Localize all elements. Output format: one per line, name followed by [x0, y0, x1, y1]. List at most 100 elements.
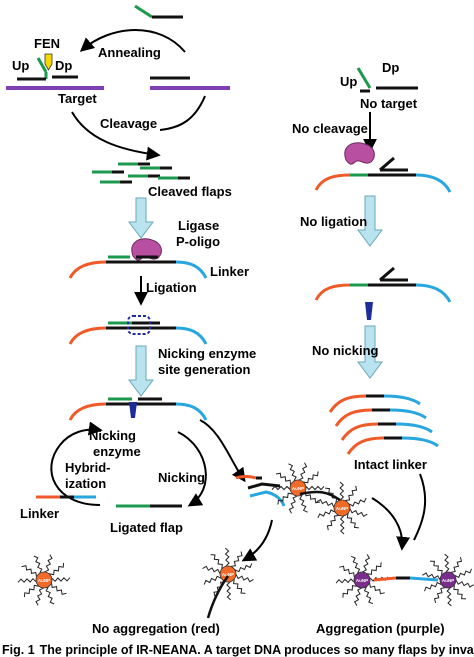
ligand-strand — [339, 515, 345, 535]
ligand-strand — [335, 578, 355, 584]
ligand-strand — [44, 554, 53, 573]
np-link-top — [299, 490, 341, 502]
ligand-strand — [446, 587, 452, 607]
released-fragments — [235, 475, 286, 507]
ligand-strand — [23, 584, 39, 598]
ligand-strand — [271, 485, 291, 491]
aunp-particle: AuNP — [202, 547, 254, 601]
ligand-strand — [342, 585, 357, 598]
ligand-strand — [367, 562, 382, 575]
ligand-strand — [202, 565, 221, 574]
ligand-strand — [213, 581, 225, 597]
ligand-strand — [304, 491, 321, 504]
ligand-strand — [353, 587, 362, 606]
dp-label-right: Dp — [382, 60, 399, 75]
ligand-strand — [450, 556, 463, 573]
nicking-enzyme-icon — [129, 402, 137, 418]
aunp-core — [289, 479, 307, 497]
release-arrow — [199, 419, 246, 483]
red-np-strand — [206, 575, 230, 619]
nicked-duplex — [68, 397, 208, 421]
ligand-strand — [277, 492, 293, 505]
aunp-label: AuNP — [222, 572, 234, 577]
ligand-strand — [339, 481, 345, 501]
ligand-strand — [305, 485, 325, 491]
aunp-particle: AuNP — [422, 553, 474, 607]
ligand-strand — [21, 565, 37, 577]
aunp-label: AuNP — [356, 578, 368, 583]
ligand-strand — [444, 553, 450, 573]
hybridization-label-2: ization — [65, 476, 106, 491]
aunp-core — [333, 499, 351, 517]
cleaved-flaps — [92, 162, 190, 184]
aunp-core — [353, 571, 371, 589]
annealing-arrow — [79, 29, 186, 53]
ligand-strand — [33, 555, 43, 574]
return-arrow — [159, 95, 206, 131]
ligation-label: Ligation — [146, 280, 197, 295]
nicking-enzyme-label-2: enzyme — [93, 444, 141, 459]
ligand-strand — [235, 574, 254, 583]
ligand-strand — [275, 472, 292, 485]
ligand-strand — [231, 551, 243, 567]
ligand-strand — [345, 485, 358, 501]
ligand-strand — [424, 581, 442, 592]
nicking-site-label-2: site generation — [158, 362, 251, 377]
aunp-particle: AuNP — [271, 462, 325, 514]
ligand-strand — [35, 587, 44, 606]
cleaved-flaps-label: Cleaved flaps — [148, 184, 232, 199]
ligand-strand — [350, 555, 361, 574]
ligand-strand — [288, 495, 298, 514]
ligand-strand — [17, 577, 37, 583]
block-arrow-right-1 — [357, 195, 383, 247]
no-cleavage-duplex — [314, 156, 452, 193]
free-target — [150, 76, 230, 90]
aunp-label: AuNP — [336, 506, 348, 511]
ligase-label: Ligase — [178, 218, 219, 233]
target-label: Target — [58, 91, 97, 106]
aunp-core — [439, 571, 457, 589]
intact-linkers — [328, 394, 439, 455]
no-target-label: No target — [360, 96, 418, 111]
no-ligation-label: No ligation — [300, 214, 367, 229]
ligand-strand — [298, 462, 308, 481]
ligand-strand — [346, 513, 359, 529]
dp-label: Dp — [55, 58, 72, 73]
cleavage-arrow — [71, 111, 161, 161]
ligand-strand — [224, 547, 230, 567]
linker-left-label: Linker — [20, 506, 59, 521]
ligand-strand — [455, 580, 474, 588]
ligand-strand — [203, 575, 222, 585]
p-oligo-label: P-oligo — [176, 234, 220, 249]
aunp-particle: AuNP — [316, 481, 368, 535]
intact-linker-label: Intact linker — [354, 457, 427, 472]
aunp-core — [35, 571, 53, 589]
ligand-strand — [316, 499, 335, 508]
aunp-label: AuNP — [292, 486, 304, 491]
ligand-strand — [349, 508, 368, 517]
ligand-strand — [453, 585, 467, 600]
ligated-duplex — [68, 315, 208, 345]
to-red-arrow — [241, 519, 273, 562]
ligand-strand — [51, 583, 67, 595]
no-cleavage-label: No cleavage — [292, 121, 368, 136]
nicking-site-label-1: Nicking enzyme — [158, 346, 256, 361]
ligand-strand — [429, 560, 443, 575]
ligand-strand — [317, 509, 336, 519]
aunp-particle: AuNP — [17, 554, 71, 606]
fen-complex: FEN Up Dp Target — [6, 36, 104, 106]
cycle-arrow-left — [50, 421, 103, 506]
cycle-arrow-right — [177, 431, 207, 507]
block-arrow-2 — [128, 345, 154, 397]
ligation-duplex — [68, 255, 208, 279]
aunp-label: AuNP — [38, 578, 50, 583]
no-ligation-duplex — [314, 266, 452, 320]
ligand-strand — [326, 515, 339, 531]
block-arrow-1 — [128, 197, 154, 239]
aggregation-label: Aggregation (purple) — [316, 621, 445, 636]
ligand-strand — [433, 587, 446, 604]
fen-enzyme-icon — [44, 53, 53, 71]
ligand-strand — [303, 471, 319, 484]
no-aggregation-label: No aggregation (red) — [92, 621, 220, 636]
